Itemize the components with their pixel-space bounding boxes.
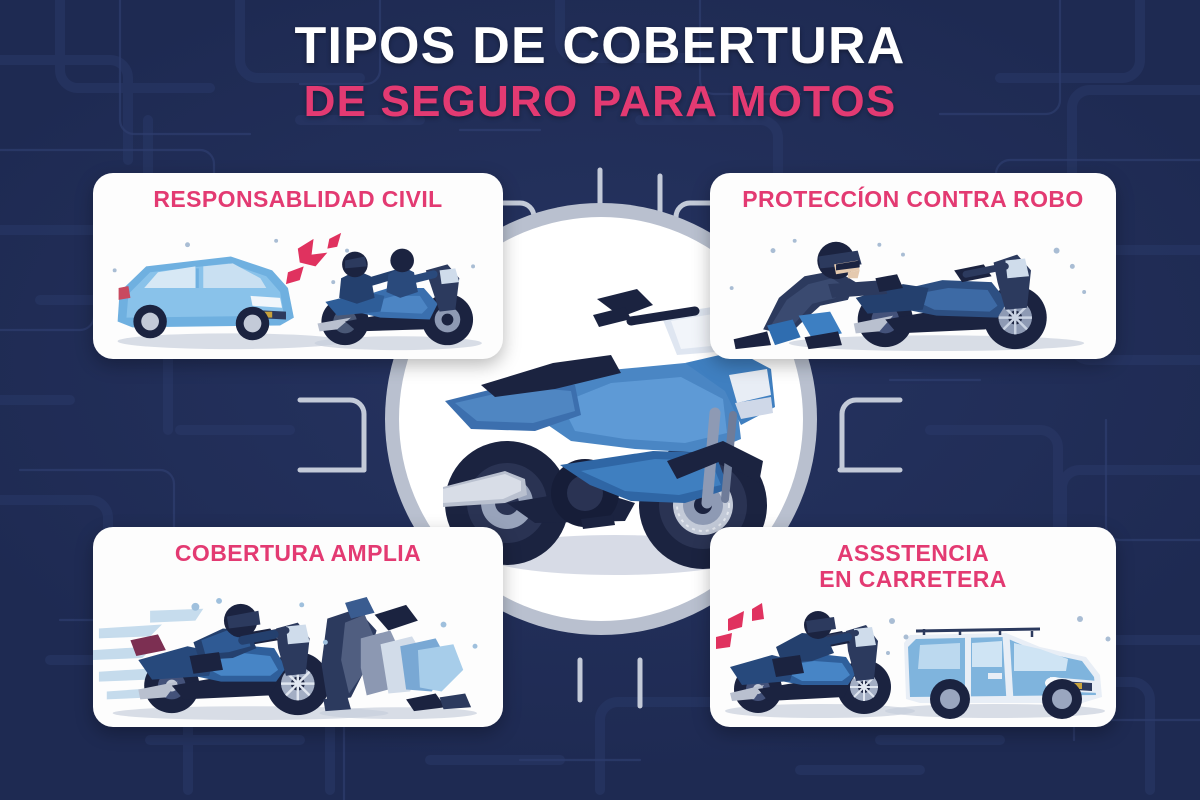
card-title: ASSSTENCIA EN CARRETERA (819, 540, 1007, 592)
card-title: COBERTURA AMPLIA (174, 540, 422, 566)
rider-motorcycle-damage-illustration (93, 596, 478, 721)
card-responsabilidad-civil[interactable]: RESPONSABLIDAD CIVIL (93, 173, 503, 359)
car-motorcycle-collision-illustration (112, 232, 482, 351)
card-title: PROTECCÍON CONTRA ROBO (742, 186, 1084, 212)
page-title: TIPOS DE COBERTURA DE SEGURO PARA MOTOS (0, 17, 1200, 127)
thief-stealing-motorcycle-illustration (729, 238, 1087, 352)
motorcycle-tow-van-illustration (716, 603, 1111, 719)
card-asistencia-en-carretera[interactable]: ASSSTENCIA EN CARRETERA (710, 527, 1116, 727)
title-line-1: TIPOS DE COBERTURA (294, 17, 906, 75)
card-title: RESPONSABLIDAD CIVIL (153, 186, 443, 212)
card-proteccion-contra-robo[interactable]: PROTECCÍON CONTRA ROBO (710, 173, 1116, 359)
card-cobertura-amplia[interactable]: COBERTURA AMPLIA (93, 527, 503, 727)
title-line-2: DE SEGURO PARA MOTOS (303, 77, 897, 127)
